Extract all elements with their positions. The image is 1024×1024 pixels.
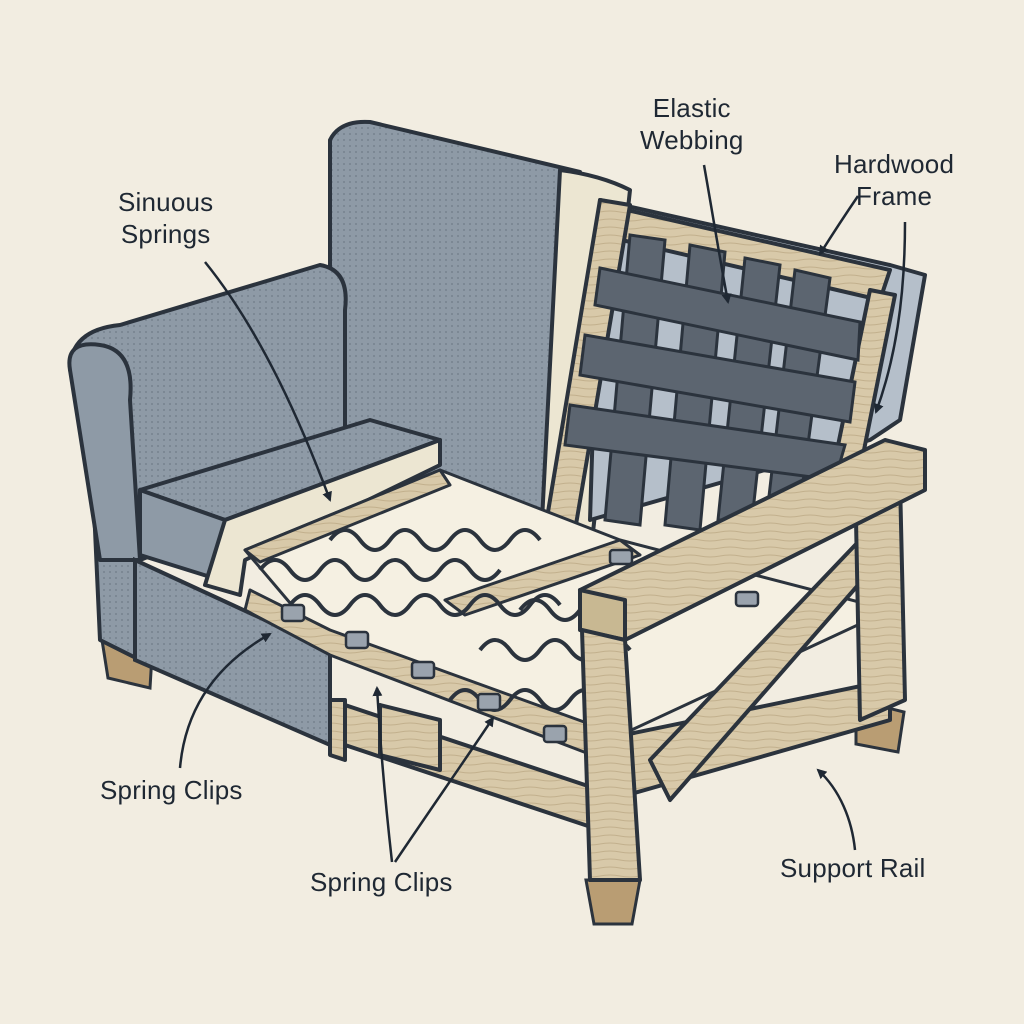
label-hardwood-frame: Hardwood Frame: [834, 149, 955, 211]
label-elastic-webbing: Elastic Webbing: [640, 93, 744, 155]
left-arm-roll: [67, 342, 142, 562]
arrow-spring-clips-bottom-1: [372, 686, 394, 863]
arrow-spring-clips-left: [178, 632, 272, 769]
arrow-support-rail: [816, 768, 857, 851]
arrow-hardwood-frame-2: [874, 221, 907, 414]
label-spring-clips-left: Spring Clips: [100, 775, 243, 805]
elastic-webbing-straps: [563, 233, 862, 532]
lower-frame: [328, 698, 602, 832]
arrow-spring-clips-bottom-2: [393, 716, 495, 863]
arrow-elastic-webbing: [702, 164, 732, 304]
arrow-sinuous-springs: [204, 261, 332, 502]
foot-front-right: [584, 878, 642, 926]
leader-arrows: [178, 164, 907, 863]
arrow-hardwood-frame: [818, 195, 860, 256]
label-spring-clips-bottom: Spring Clips: [310, 867, 453, 897]
right-arm-frame: [578, 438, 927, 882]
spring-clip-marks: [280, 548, 760, 744]
label-sinuous-springs: Sinuous Springs: [118, 187, 214, 249]
label-support-rail: Support Rail: [780, 853, 926, 883]
